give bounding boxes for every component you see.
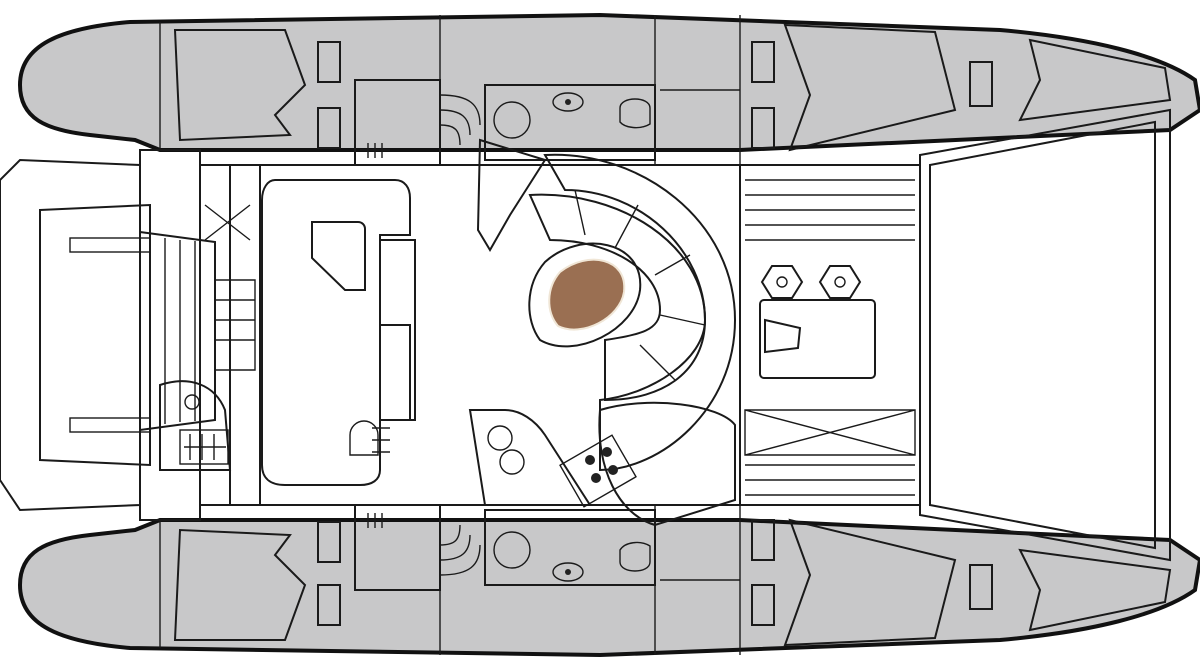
hatch-icon (751, 107, 775, 149)
galley (261, 179, 416, 486)
trampoline (919, 108, 1171, 562)
sink-icon (487, 425, 513, 451)
sink-icon (311, 221, 366, 291)
toilet-icon (619, 541, 651, 572)
forward-locker (759, 299, 876, 379)
hatch-icon (751, 41, 775, 83)
port-hull (17, 12, 1200, 152)
hatch-icon (317, 584, 341, 626)
hatch-icon (317, 41, 341, 83)
hatch-icon (969, 564, 993, 610)
hatch-icon (760, 265, 804, 299)
sink-icon (552, 562, 584, 582)
partitions (159, 15, 741, 655)
step-icon (439, 94, 481, 576)
davit-arm (69, 417, 151, 433)
hatch-icon (317, 521, 341, 563)
hatch-icon (751, 584, 775, 626)
hatch-icon (818, 265, 862, 299)
trampoline-net (929, 120, 1156, 550)
forward-cockpit (739, 164, 921, 506)
galley-stove (468, 401, 736, 527)
fwd-cabin-port (751, 23, 1172, 152)
steering-wheel-icon (349, 420, 379, 456)
saloon (199, 164, 741, 506)
aft-cabin-starboard (173, 521, 341, 641)
sink-icon (552, 92, 584, 112)
aft-cockpit (0, 149, 232, 521)
toilet-icon (619, 98, 651, 129)
stove-icon (559, 434, 637, 508)
dinette (476, 138, 737, 472)
companionway (354, 79, 481, 591)
fwd-cabin-starboard (751, 518, 1172, 647)
starboard-hull (17, 518, 1200, 658)
hatch-icon (751, 519, 775, 561)
dinette-table (528, 242, 642, 348)
aft-cabin-port (173, 29, 341, 149)
hatch-icon (317, 107, 341, 149)
sink-icon (499, 449, 525, 475)
steering-wheel-icon (184, 394, 200, 410)
switch-panel-icon (179, 429, 229, 465)
hatch-icon (969, 61, 993, 107)
davit-arm (69, 237, 151, 253)
